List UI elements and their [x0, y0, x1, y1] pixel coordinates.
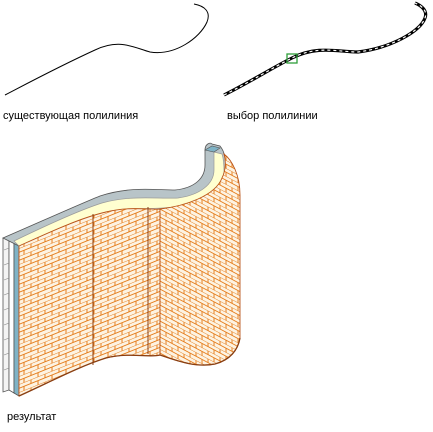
existing-polyline [4, 3, 209, 96]
green-square-grip-icon [286, 53, 298, 64]
select-polyline-label: выбор полилинии [227, 110, 318, 122]
wall-bottom-edge [18, 337, 241, 397]
wall-end-cap [2, 231, 20, 397]
result-label: результат [7, 411, 57, 423]
selected-polyline-dashes [223, 2, 427, 96]
selected-polyline [223, 1, 428, 97]
wall-brick-face-left [18, 208, 161, 397]
existing-polyline-label: существующая полилиния [3, 110, 139, 122]
